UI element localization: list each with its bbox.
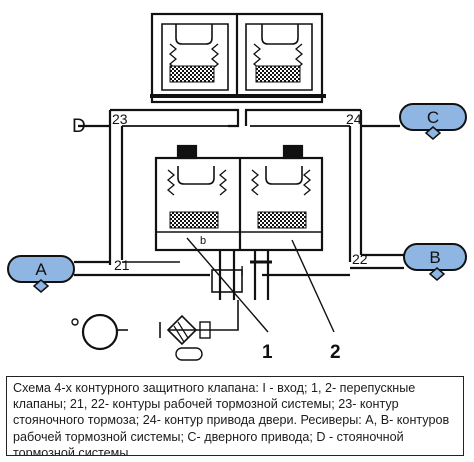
label-receiver-a: A [35,260,47,279]
label-receiver-b: B [429,248,440,267]
label-receiver-c: C [427,108,439,127]
valve-diagram: D 23 24 21 22 I b 1 2 C A B [7,12,467,363]
body-upper-left [110,108,240,128]
label-port-21: 21 [114,257,130,273]
condensate-tank [175,347,203,361]
receiver-a [7,255,75,293]
label-valve-1: 1 [262,342,273,363]
compressor [81,313,119,351]
label-input: I [240,263,244,280]
label-port-24: 24 [346,111,362,127]
diagram-caption: Схема 4-х контурного защитного клапана: … [6,376,464,456]
label-circuit-d: D [72,116,86,137]
label-inner-b: b [200,235,206,247]
label-valve-2: 2 [330,342,341,363]
label-port-22: 22 [352,251,368,267]
receiver-b [403,243,467,281]
receiver-c [399,103,467,140]
body-upper-right [244,108,361,126]
label-port-23: 23 [112,111,128,127]
